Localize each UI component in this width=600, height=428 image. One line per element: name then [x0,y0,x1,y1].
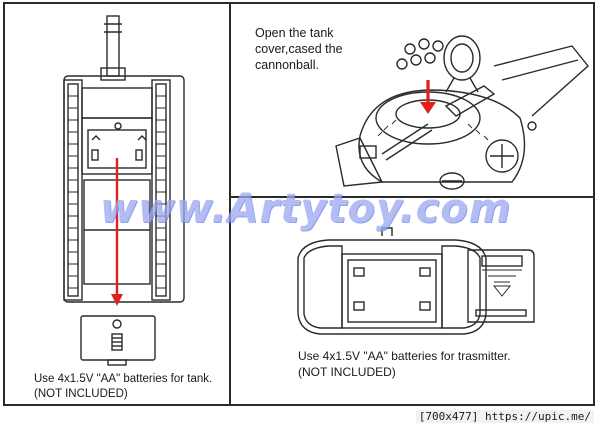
panel-divider-horizontal [229,196,595,198]
arrow-down-icon [111,158,123,306]
arrow-down-icon [420,80,436,114]
turret-open-cover-illustration [335,35,589,190]
footer-size-link[interactable]: [700x477] https://upic.me/ [415,410,594,423]
transmitter-battery-caption: Use 4x1.5V "AA" batteries for trasmitter… [298,349,511,379]
transmitter-battery-illustration [297,227,535,335]
panel-divider-vertical [229,2,231,406]
tank-underside-illustration [63,15,185,366]
image-footer: [700x477] https://upic.me/ [0,406,600,428]
cannonball-caption: Open the tank cover,cased the cannonball… [255,26,343,72]
instruction-sheet-frame [3,2,595,406]
watermark-text: www.Artytoy.com [100,186,512,232]
tank-battery-caption: Use 4x1.5V "AA" batteries for tank. (NOT… [34,373,213,400]
